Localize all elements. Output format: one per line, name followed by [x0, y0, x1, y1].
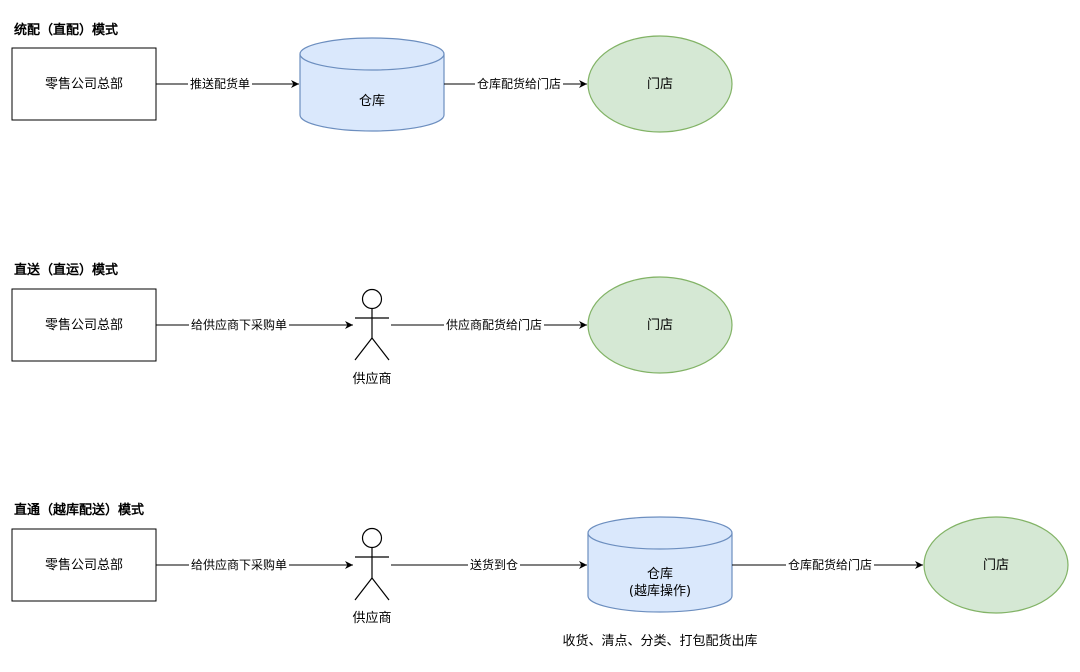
edge-label: 给供应商下采购单 [191, 557, 287, 572]
warehouse-label: 仓库 [647, 566, 673, 582]
store-ellipse: 门店 [923, 516, 1069, 614]
section-title: 直通（越库配送）模式 [14, 502, 144, 518]
edge-supplier-to-store: 供应商配货给门店 [391, 316, 587, 333]
edge-label: 供应商配货给门店 [446, 317, 542, 332]
warehouse-cylinder: 仓库 (越库操作) [587, 516, 733, 613]
warehouse-sublabel: (越库操作) [629, 583, 691, 599]
warehouse-label: 仓库 [359, 93, 385, 109]
section-unified-distribution: 统配（直配）模式 零售公司总部 推送配货单 仓库 仓库配货给门店 门店 [11, 22, 733, 133]
edge-supplier-to-warehouse: 送货到仓 [391, 556, 587, 573]
hq-label: 零售公司总部 [45, 317, 123, 333]
supplier-label: 供应商 [352, 610, 391, 626]
edge-label: 给供应商下采购单 [191, 317, 287, 332]
hq-box: 零售公司总部 [11, 528, 157, 602]
warehouse-note: 收货、清点、分类、打包配货出库 [562, 633, 757, 649]
hq-label: 零售公司总部 [45, 557, 123, 573]
edge-label: 送货到仓 [470, 557, 518, 572]
hq-box: 零售公司总部 [11, 288, 157, 362]
store-label: 门店 [983, 558, 1009, 573]
edge-label: 推送配货单 [190, 76, 250, 91]
edge-warehouse-to-store: 仓库配货给门店 [732, 556, 923, 573]
supplier-actor-icon [354, 288, 390, 361]
supplier-actor-icon [354, 527, 390, 601]
edge-label: 仓库配货给门店 [477, 76, 561, 91]
edge-hq-to-supplier: 给供应商下采购单 [156, 556, 353, 573]
edge-warehouse-to-store: 仓库配货给门店 [444, 75, 587, 92]
edge-hq-to-warehouse: 推送配货单 [156, 75, 299, 92]
supplier-label: 供应商 [352, 371, 391, 387]
store-ellipse: 门店 [587, 276, 733, 374]
store-label: 门店 [647, 318, 673, 333]
section-cross-docking: 直通（越库配送）模式 零售公司总部 给供应商下采购单 供应商 送货到仓 仓库 [11, 502, 1069, 649]
edge-hq-to-supplier: 给供应商下采购单 [156, 316, 353, 333]
store-label: 门店 [647, 77, 673, 92]
section-direct-delivery: 直送（直运）模式 零售公司总部 给供应商下采购单 供应商 供应商配货给门店 门店 [11, 262, 733, 387]
section-title: 直送（直运）模式 [14, 262, 118, 278]
section-title: 统配（直配）模式 [14, 22, 118, 38]
hq-label: 零售公司总部 [45, 76, 123, 92]
store-ellipse: 门店 [587, 35, 733, 133]
edge-label: 仓库配货给门店 [788, 557, 872, 572]
hq-box: 零售公司总部 [11, 47, 157, 121]
warehouse-cylinder: 仓库 [299, 37, 445, 132]
